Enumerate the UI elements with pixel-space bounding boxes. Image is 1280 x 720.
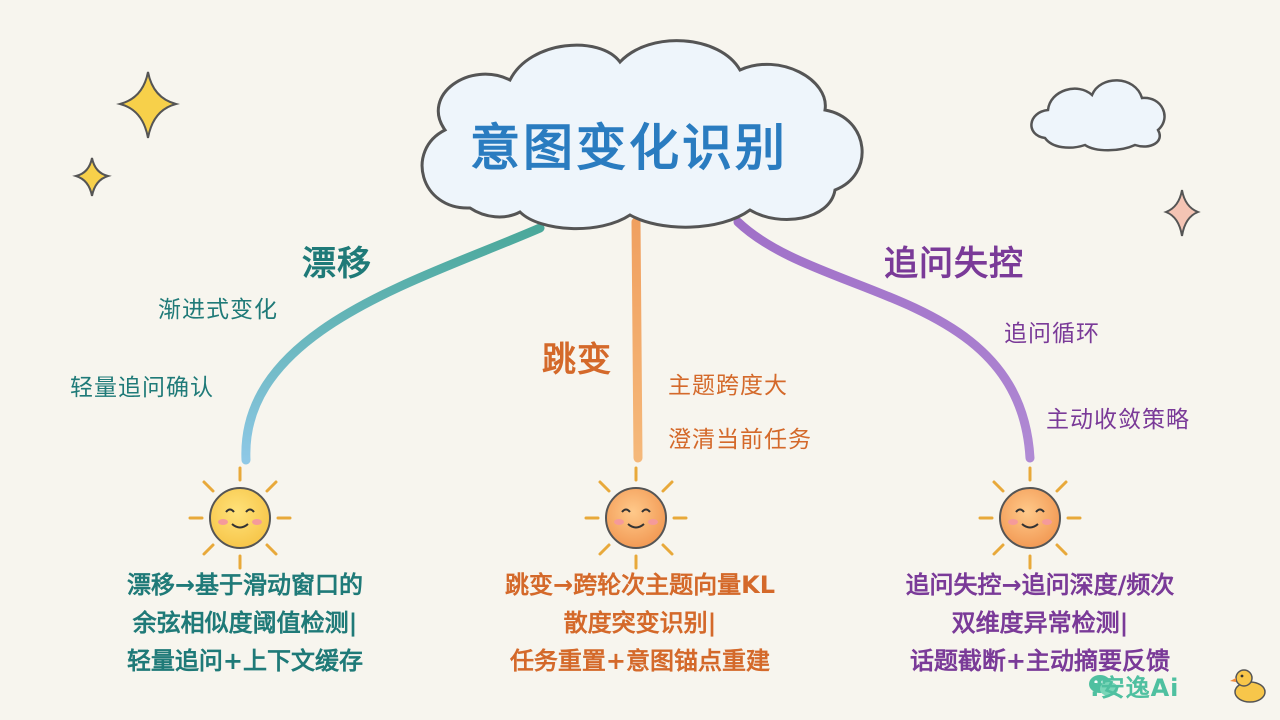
branch-point-followup-1: 追问循环 — [1004, 321, 1100, 347]
small-cloud-icon — [1030, 79, 1166, 152]
description-drift: 漂移→基于滑动窗口的 余弦相似度阈值检测| 轻量追问+上下文缓存 — [60, 566, 430, 680]
sparkle-icon — [1163, 189, 1201, 237]
description-line: 余弦相似度阈值检测| — [132, 609, 358, 637]
description-line: 任务重置+意图锚点重建 — [509, 647, 771, 675]
description-line: 散度突变识别| — [563, 609, 717, 637]
branch-point-jump-1: 主题跨度大 — [668, 373, 788, 399]
branch-label-jump: 跳变 — [542, 340, 612, 380]
branch-point-drift-1: 渐进式变化 — [158, 297, 278, 323]
branch-label-followup: 追问失控 — [884, 244, 1024, 284]
cloud-icon — [420, 39, 864, 230]
sun-icon — [978, 466, 1082, 570]
branch-point-drift-2: 轻量追问确认 — [70, 375, 214, 401]
sparkle-icon — [116, 71, 180, 139]
branch-point-followup-2: 主动收敛策略 — [1046, 407, 1190, 433]
branch-line-jump — [631, 217, 643, 463]
description-jump: 跳变→跨轮次主题向量KL 散度突变识别| 任务重置+意图锚点重建 — [450, 566, 830, 680]
watermark: :安逸Ai — [1090, 668, 1179, 703]
branch-line-followup — [733, 217, 1035, 463]
sun-icon — [188, 466, 292, 570]
wechat-icon — [1089, 675, 1118, 696]
diagram-title: 意图变化识别 — [470, 119, 788, 177]
branch-label-drift: 漂移 — [302, 244, 372, 284]
description-followup: 追问失控→追问深度/频次 双维度异常检测| 话题截断+主动摘要反馈 — [850, 566, 1230, 680]
sparkle-icon — [72, 157, 112, 197]
sun-icon — [584, 466, 688, 570]
description-line: 话题截断+主动摘要反馈 — [909, 647, 1171, 675]
description-line: 双维度异常检测| — [951, 609, 1129, 637]
description-line: 轻量追问+上下文缓存 — [126, 647, 364, 675]
description-line: 跳变→跨轮次主题向量KL — [505, 571, 775, 599]
description-line: 漂移→基于滑动窗口的 — [126, 571, 364, 599]
watermark-text: 安逸Ai — [1100, 674, 1180, 702]
duck-icon — [1230, 669, 1266, 703]
watermark-separator: : — [1090, 674, 1101, 702]
branch-point-jump-2: 澄清当前任务 — [668, 427, 812, 453]
branch-line-drift — [241, 223, 545, 465]
description-line: 追问失控→追问深度/频次 — [905, 571, 1175, 599]
